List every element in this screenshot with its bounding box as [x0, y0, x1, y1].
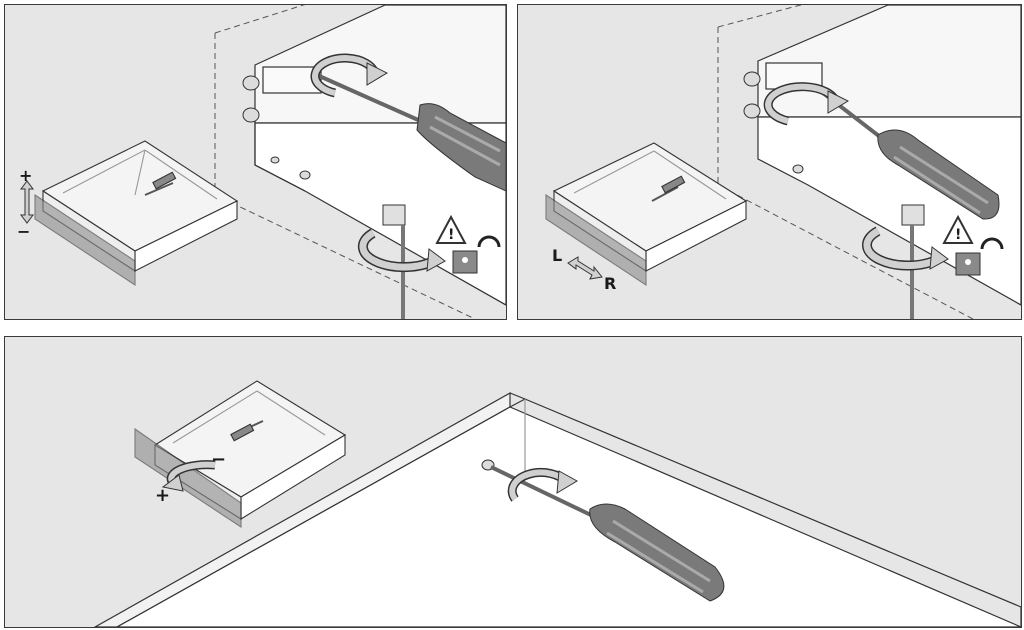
cam-lock-icon [861, 204, 949, 319]
screwdriver-icon [316, 73, 506, 192]
cam-lock-icon [357, 204, 446, 319]
rotate-arrow-icon [310, 53, 389, 98]
bolt-icon [242, 75, 311, 180]
drawer-icon [545, 142, 748, 287]
lock-icon [955, 237, 1004, 276]
rotate-arrow-icon [763, 82, 850, 126]
bolt-icon [743, 71, 804, 174]
drawer-icon [34, 140, 239, 287]
screwdriver-icon [481, 459, 725, 602]
height-adjustment-illustration: ! + − [17, 5, 506, 319]
plus-label: + [155, 485, 170, 506]
warning-icon: ! [435, 214, 467, 244]
rotate-arrow-icon [507, 468, 578, 502]
side-adjustment-illustration: ! L R [545, 5, 1021, 319]
svg-text:!: ! [448, 227, 454, 243]
side-arrow-icon [567, 256, 603, 280]
right-label: R [604, 274, 616, 293]
minus-label: − [211, 449, 226, 470]
panel-height-adjustment: ! + − [4, 4, 507, 320]
tilt-arrow-icon [161, 460, 216, 492]
height-arrow-icon [20, 180, 34, 224]
cabinet-panel [93, 391, 1021, 627]
panel-side-adjustment: ! L R [517, 4, 1022, 320]
lock-icon [452, 235, 501, 274]
tilt-adjustment-illustration: − + [93, 380, 1021, 627]
svg-text:!: ! [955, 227, 961, 243]
warning-icon: ! [942, 214, 974, 244]
minus-label: − [17, 222, 30, 241]
left-label: L [552, 246, 562, 265]
panel-tilt-adjustment: − + [4, 336, 1022, 628]
plus-label: + [19, 166, 32, 185]
